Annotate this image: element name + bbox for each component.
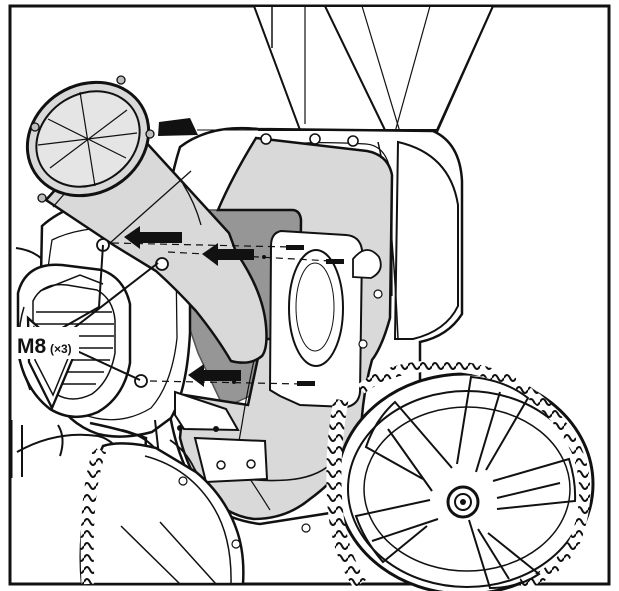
callout-label-background [12,327,79,359]
left-arrow-icon [202,243,254,266]
bolt-icon [347,135,359,147]
alignment-lines [111,242,332,385]
left-arrow-icon [188,364,241,387]
left-wheel [79,442,245,586]
bolt-icon [246,459,256,469]
fastener-quantity-label: (×3) [50,342,72,356]
insertion-arrows [124,226,254,387]
right-wheel [326,360,595,591]
top-chute [252,5,495,133]
fastener-callout: M8 (×3) [12,244,159,381]
fastener-size-label: M8 [17,335,46,358]
left-arrow-icon [124,226,182,249]
bolt-icon [216,460,226,470]
bolt-icon [309,133,321,145]
bolt-icon [260,133,272,145]
bolt-icon [134,374,148,388]
side-plate [268,229,364,409]
